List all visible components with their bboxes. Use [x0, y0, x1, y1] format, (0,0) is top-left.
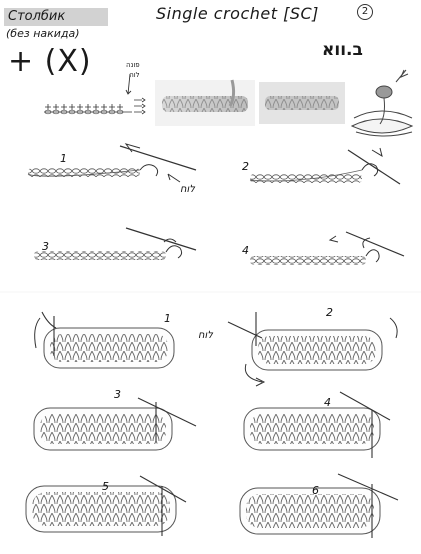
photo-swatch-1 — [155, 79, 255, 126]
swatch-step-2 — [227, 312, 398, 387]
swatch-step-1 — [34, 311, 175, 369]
step-number: 5 — [102, 480, 109, 493]
chain-step-4 — [250, 231, 405, 265]
step-number: 4 — [242, 244, 249, 257]
swatch-step-5 — [25, 475, 187, 536]
page-number: 2 — [357, 4, 373, 20]
step-number: 1 — [60, 152, 67, 165]
step-number: 4 — [324, 396, 331, 409]
step-number: 2 — [326, 306, 333, 319]
russian-title: Столбик — [4, 8, 108, 26]
swatch-step-4 — [243, 391, 391, 458]
english-title: Single crochet [SC] — [156, 4, 319, 23]
swatch-step-6 — [239, 473, 399, 538]
step-number: 1 — [164, 312, 171, 325]
chain-step-1 — [27, 143, 197, 183]
chart-label-2: לוה — [129, 71, 140, 79]
chain-step-2 — [249, 147, 401, 185]
step-number: 3 — [42, 240, 49, 253]
russian-subtitle: (без накида) — [6, 27, 80, 40]
swatch-step-3 — [33, 397, 197, 451]
step-number: 6 — [312, 484, 319, 497]
chart-label-1: פונה — [126, 61, 140, 69]
stitch-anatomy-diagram — [350, 69, 414, 137]
step-number: 2 — [242, 160, 249, 173]
chart-label-block: פונה לוה — [126, 60, 140, 80]
stitch-symbol: + (X) — [8, 44, 92, 79]
chain-step-3 — [34, 227, 197, 260]
hebrew-title: ב.ווא — [322, 40, 363, 60]
hook-note: לוח — [198, 330, 213, 341]
symbol-chart — [44, 73, 146, 115]
hook-note: לוח — [180, 184, 195, 195]
photo-swatch-2 — [259, 82, 345, 124]
step-number: 3 — [114, 388, 121, 401]
